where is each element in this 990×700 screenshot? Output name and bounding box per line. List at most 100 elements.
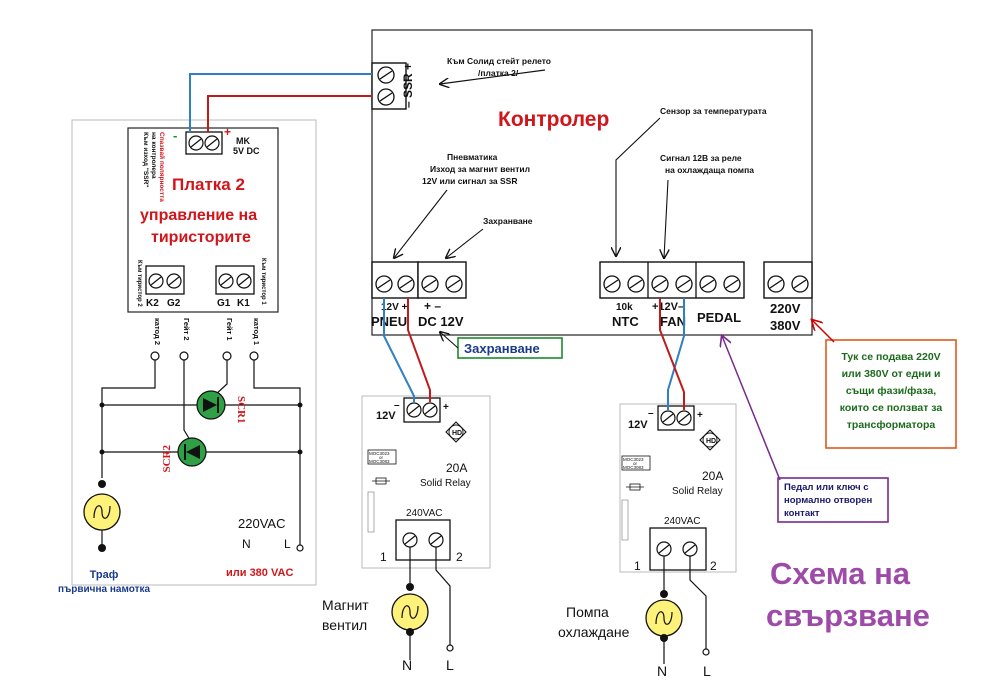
supply-note: Захранване: [483, 216, 533, 226]
ssr-note-2: /платка 2/: [478, 68, 519, 78]
relay1-plus: +: [443, 402, 449, 413]
power-note: [812, 320, 957, 449]
traf-label-1: Траф: [90, 569, 119, 581]
pneu-note-2: Изход за магнит вентил: [430, 164, 530, 174]
pneu-label: PNEU: [371, 314, 407, 329]
relay1-plus-wire: [407, 298, 431, 402]
ntc-label: NTC: [612, 314, 639, 329]
relay2-12v: 12V: [628, 419, 648, 431]
g2-label: G2: [167, 298, 181, 309]
pneu-note-1: Пневматика: [447, 152, 498, 162]
relay2-amp: 20A: [702, 469, 723, 483]
relay1-amp: 20A: [446, 461, 467, 475]
cathode2-label: катод 2: [153, 318, 162, 345]
ssr-terminal: [371, 62, 407, 110]
pedal-label: PEDAL: [697, 310, 741, 325]
supply-callout: [440, 332, 563, 359]
relay2-plus-wire: [659, 298, 685, 410]
thyr2-note: Към тиристор 2: [136, 260, 142, 307]
ntc-fan-pedal-terminal: [599, 261, 745, 299]
board2-or380: или 380 VAC: [226, 567, 293, 579]
transformer-lamp-icon: [83, 480, 121, 552]
relay2-t2: 2: [710, 559, 717, 573]
relay2-minus-wire: [667, 298, 685, 410]
power-note-2: или 380V от едни и: [842, 368, 941, 380]
mains-terminal: [763, 261, 813, 299]
relay1-minus: –: [394, 400, 400, 411]
board2-mk-1: MK: [236, 136, 250, 146]
relay2-moc-3: MOC3083: [623, 465, 644, 470]
v380-label: 380V: [770, 318, 801, 333]
thyr1-note: Към тиристор 1: [260, 258, 266, 305]
board2-mk-2: 5V DC: [233, 146, 260, 156]
k2-label: K2: [146, 298, 159, 309]
scr1-label: SCR1: [235, 396, 247, 424]
board2-minus: -: [173, 128, 177, 143]
relay1-moc-2: or: [379, 455, 384, 460]
pedal-note-3: контакт: [784, 508, 820, 519]
k1-label: K1: [237, 298, 250, 309]
board2-title-2: управление на: [140, 207, 257, 224]
board2-vnote-3: Спазвай полярността: [158, 132, 166, 202]
valve-lamp-icon: [391, 583, 454, 652]
relay2-logo: HD: [706, 438, 716, 445]
relay2-moc-2: or: [633, 461, 638, 466]
scr1-thyristor: [196, 390, 226, 420]
gate2-label: Гейт 2: [182, 318, 191, 341]
power-note-1: Тук се подава 220V: [841, 351, 940, 363]
relay2-module: [619, 403, 737, 573]
board2-vac: 220VAC: [238, 516, 285, 531]
relay2-t1: 1: [634, 559, 641, 573]
relay1-n: N: [402, 657, 412, 673]
relay2-load-1: Помпа: [566, 604, 609, 620]
relay1-t2: 2: [456, 550, 463, 564]
sensor-note: Сензор за температурата: [660, 106, 767, 116]
relay2-plus: +: [697, 410, 703, 421]
relay1-moc-1: MOC3023: [369, 451, 390, 456]
dc-polarity: + –: [424, 299, 441, 313]
controller-title: Контролер: [498, 108, 609, 131]
scr2-label: SCR2: [161, 445, 173, 473]
ssr-label: – SSR +: [401, 63, 415, 108]
ssr-minus-wire: [189, 73, 372, 132]
v220-label: 220V: [770, 301, 801, 316]
relay1-module: [361, 395, 491, 569]
pneu-note-3: 12V или сигнал за SSR: [422, 176, 518, 186]
relay2-l: L: [703, 663, 711, 679]
relay1-load-2: вентил: [322, 617, 367, 633]
pneu-terminal: [371, 261, 419, 299]
relay2-minus: –: [648, 408, 654, 419]
dc-terminal: [417, 261, 467, 299]
power-note-3: същи фази/фаза,: [846, 385, 936, 397]
board2-mk-terminal: [185, 131, 223, 155]
controller-board: – SSR + Към Солид стейт релето /платка 2…: [371, 29, 813, 336]
power-note-5: трансформатора: [847, 419, 936, 431]
relay1-12v: 12V: [376, 410, 396, 422]
ntc-value: 10k: [616, 302, 633, 313]
power-note-4: които се ползват за: [840, 402, 943, 414]
supply-callout-label: Захранване: [464, 341, 540, 356]
ssr-plus-wire: [207, 95, 372, 132]
scheme-title-2: свързване: [766, 598, 930, 633]
relay1-name: Solid Relay: [420, 478, 471, 489]
dc-label: DC 12V: [418, 314, 464, 329]
fan-note-2: на охлаждаща помпа: [665, 165, 754, 175]
relay1-moc-3: MOC3083: [369, 459, 390, 464]
relay2-n: N: [657, 663, 667, 679]
fan-label: FAN: [660, 314, 686, 329]
fan-note-1: Сигнал 12В за реле: [660, 153, 742, 163]
traf-label-2: първична намотка: [58, 584, 151, 595]
relay1-logo: HD: [452, 430, 462, 437]
pedal-note-2: нормално отворен: [784, 495, 872, 506]
relay2-vac: 240VAC: [664, 516, 701, 527]
board2-g1k1-terminal: [215, 265, 255, 295]
fan-polarity: +12V–: [652, 301, 684, 313]
relay1-load-1: Магнит: [322, 597, 369, 613]
relay2-moc-1: MOC3023: [623, 457, 644, 462]
board2-plus: +: [224, 125, 231, 139]
scr2-thyristor: [177, 437, 207, 467]
board2-k2g2-terminal: [145, 265, 185, 295]
board2-l: L: [284, 537, 291, 551]
cathode1-label: катод 1: [252, 318, 261, 345]
